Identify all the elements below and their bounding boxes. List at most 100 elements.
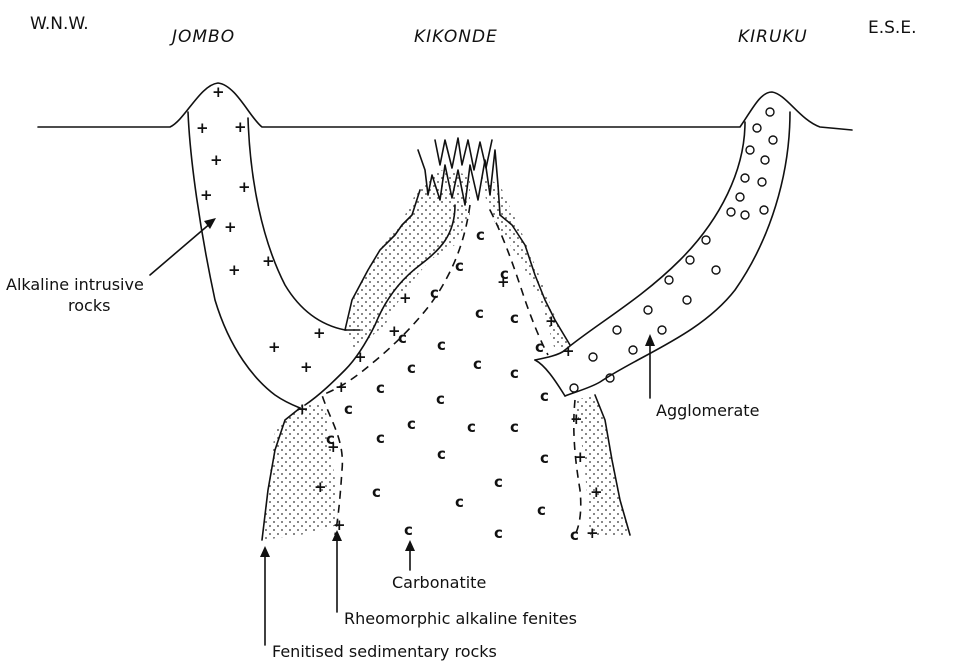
plus-symbol: + <box>224 218 237 236</box>
carbonatite-symbols: c c c c c c c c c c c c c c c c c c c c … <box>326 226 579 544</box>
agglomerate-fragment <box>665 276 673 284</box>
plus-symbol: + <box>238 178 251 196</box>
c-symbol: c <box>510 364 519 382</box>
agglomerate-fragment <box>746 146 754 154</box>
agglomerate-fragment <box>741 211 749 219</box>
plus-symbol: + <box>570 410 583 428</box>
agglomerate-fragment <box>613 326 621 334</box>
c-symbol: c <box>540 449 549 467</box>
c-symbol: c <box>407 415 416 433</box>
agglomerate-fragment <box>758 178 766 186</box>
c-symbol: c <box>535 338 544 356</box>
c-symbol: c <box>455 257 464 275</box>
agglomerate-fragment <box>736 193 744 201</box>
c-symbol: c <box>510 309 519 327</box>
agglomerate-fragment <box>712 266 720 274</box>
c-symbol: c <box>376 429 385 447</box>
agglomerate-fragment <box>766 108 774 116</box>
plus-symbol: + <box>590 483 603 501</box>
c-symbol: c <box>404 521 413 539</box>
plus-symbol: + <box>586 524 599 542</box>
carbonatite-label: Carbonatite <box>392 573 486 592</box>
c-symbol: c <box>430 284 439 302</box>
fenitised-label: Fenitised sedimentary rocks <box>272 642 497 661</box>
c-symbol: c <box>376 379 385 397</box>
c-symbol: c <box>476 226 485 244</box>
plus-symbol: + <box>562 342 575 360</box>
agglomerate-fragment <box>761 156 769 164</box>
agglomerate-fragment <box>753 124 761 132</box>
alkaline-intrusive-label-line1: Alkaline intrusive <box>6 275 144 294</box>
c-symbol: c <box>570 526 579 544</box>
c-symbol: c <box>494 473 503 491</box>
agglomerate-pointer-arrowhead <box>645 334 655 346</box>
c-symbol: c <box>537 501 546 519</box>
plus-symbol: + <box>314 478 327 496</box>
plus-symbol: + <box>296 400 309 418</box>
c-symbol: c <box>467 418 476 436</box>
plus-symbol: + <box>234 118 247 136</box>
plus-symbol: + <box>262 252 275 270</box>
c-symbol: c <box>475 304 484 322</box>
c-symbol: c <box>437 336 446 354</box>
direction-west-label: W.N.W. <box>30 14 89 34</box>
agglomerate-fragment <box>570 384 578 392</box>
fenite-zone-left-base <box>262 405 338 540</box>
alkaline-symbols: + + + + + + + + + + + + + + + + + + + + … <box>196 83 603 542</box>
carbonatite-pointer-arrowhead <box>405 540 415 551</box>
c-symbol: c <box>494 524 503 542</box>
plus-symbol: + <box>313 324 326 342</box>
alkaline-intrusive-label-line2: rocks <box>68 296 110 315</box>
place-kiruku-label: KIRUKU <box>738 27 808 47</box>
agglomerate-fragment <box>683 296 691 304</box>
agglomerate-fragment <box>760 206 768 214</box>
agglomerate-fragment <box>629 346 637 354</box>
plus-symbol: + <box>545 312 558 330</box>
plus-symbol: + <box>354 348 367 366</box>
agglomerate-fragment <box>702 236 710 244</box>
place-jombo-label: JOMBO <box>169 27 235 47</box>
plus-symbol: + <box>196 119 209 137</box>
rheomorphic-label: Rheomorphic alkaline fenites <box>344 609 577 628</box>
ground-surface-line <box>38 83 852 130</box>
right-arm-inner-boundary <box>565 112 790 396</box>
agglomerate-fragment <box>686 256 694 264</box>
plus-symbol: + <box>399 289 412 307</box>
c-symbol: c <box>500 265 509 283</box>
plus-symbol: + <box>574 448 587 466</box>
direction-east-label: E.S.E. <box>868 18 917 38</box>
c-symbol: c <box>437 445 446 463</box>
left-arm-inner-boundary <box>248 118 360 330</box>
c-symbol: c <box>510 418 519 436</box>
plus-symbol: + <box>335 378 348 396</box>
c-symbol: c <box>436 390 445 408</box>
agglomerate-fragment <box>727 208 735 216</box>
agglomerate-fragment <box>644 306 652 314</box>
c-symbol: c <box>398 329 407 347</box>
agglomerate-fragment <box>741 174 749 182</box>
plus-symbol: + <box>300 358 313 376</box>
plus-symbol: + <box>200 186 213 204</box>
left-arm-outer-boundary <box>188 112 300 408</box>
plus-symbol: + <box>333 516 346 534</box>
c-symbol: c <box>372 483 381 501</box>
plus-symbol: + <box>210 151 223 169</box>
c-symbol: c <box>455 493 464 511</box>
agglomerate-fragment <box>589 353 597 361</box>
c-symbol: c <box>540 387 549 405</box>
plus-symbol: + <box>212 83 225 101</box>
right-arm-outer-boundary <box>535 122 745 360</box>
plus-symbol: + <box>268 338 281 356</box>
agglomerate-fragment <box>658 326 666 334</box>
agglomerate-fragment <box>769 136 777 144</box>
plus-symbol: + <box>228 261 241 279</box>
c-symbol: c <box>407 359 416 377</box>
place-kikonde-label: KIKONDE <box>414 27 498 47</box>
agglomerate-label: Agglomerate <box>656 401 759 420</box>
fenitised-pointer-arrowhead <box>260 546 270 557</box>
c-symbol: c <box>326 430 335 448</box>
alkaline-pointer-line <box>150 222 212 275</box>
c-symbol: c <box>473 355 482 373</box>
agglomerate-symbols <box>570 108 777 392</box>
